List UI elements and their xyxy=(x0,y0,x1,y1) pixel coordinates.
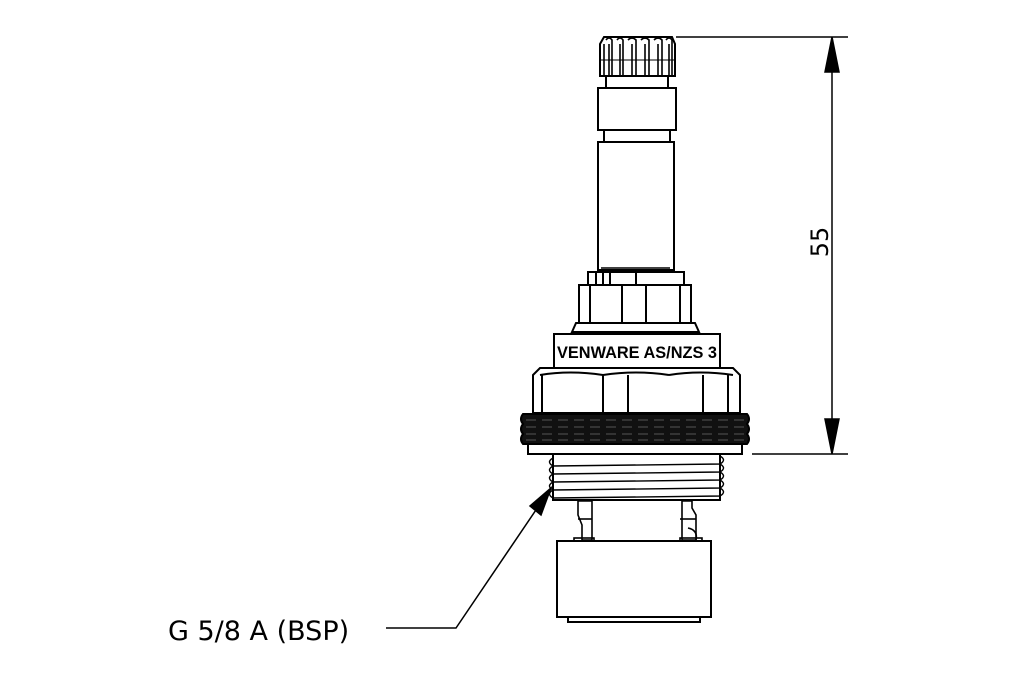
brand-marking: VENWARE AS/NZS 3 xyxy=(557,343,717,362)
upper-thread-band xyxy=(520,413,750,445)
spline-head xyxy=(599,36,676,77)
main-hex-body xyxy=(532,367,741,414)
spindle-collar xyxy=(597,75,677,143)
thread-callout-leader xyxy=(386,485,553,629)
dimension-55 xyxy=(676,36,848,455)
valve-cup xyxy=(556,540,712,623)
upper-hex xyxy=(570,284,701,333)
bsp-thread xyxy=(548,453,725,501)
seat-washer xyxy=(527,443,743,455)
dimension-value: 55 xyxy=(806,227,834,258)
thread-spec-label: G 5/8 A (BSP) xyxy=(168,616,349,647)
spindle-shaft xyxy=(597,141,675,271)
drive-lugs xyxy=(573,500,703,543)
